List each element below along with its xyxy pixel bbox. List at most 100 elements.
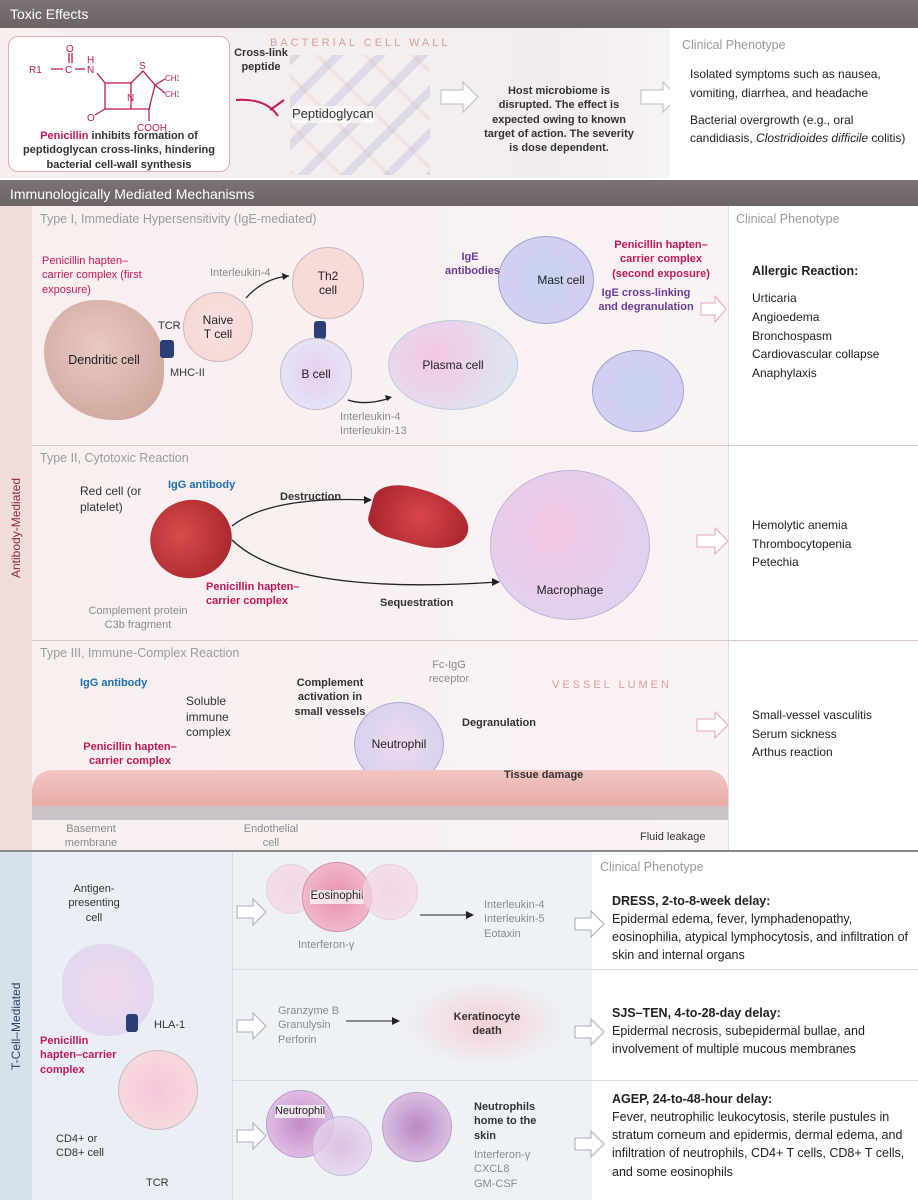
type1-title: Type I, Immediate Hypersensitivity (IgE-… — [40, 212, 317, 226]
svg-text:CH3: CH3 — [165, 74, 179, 83]
keratinocyte-label: Keratinocyte death — [453, 1011, 521, 1038]
arrow-right-icon — [696, 526, 729, 556]
cell-wall-label: BACTERIAL CELL WALL — [270, 37, 451, 49]
arrow-right-icon — [574, 910, 605, 938]
dress-phenotype: DRESS, 2-to-8-week delay:Epidermal edema… — [612, 892, 912, 965]
soluble-complex-label: Soluble immune complex — [186, 694, 231, 740]
eosinophil: Eosinophil — [302, 862, 372, 932]
r1-label: R1 — [29, 65, 42, 76]
tcell-mediated-label: T-Cell–Mediated — [0, 852, 32, 1200]
hapten-label: Penicillin hapten–carrier complex — [83, 741, 177, 768]
complement-activation-label: Complement activation in small vessels — [294, 677, 366, 718]
basement-membrane-label: Basement membrane — [64, 823, 118, 850]
neutrophil-skin — [382, 1092, 452, 1162]
peptidoglycan-label: Peptidoglycan — [292, 106, 374, 123]
svg-text:COOH: COOH — [137, 123, 167, 131]
svg-text:H: H — [87, 55, 94, 66]
arrow-icon — [347, 395, 392, 404]
basement-membrane — [32, 806, 728, 820]
plasma-cell: Plasma cell — [388, 320, 518, 410]
il4-label: Interleukin-4 — [210, 267, 271, 279]
tcr-label: TCR — [158, 320, 181, 332]
dress-cytokines: Interleukin-4 Interleukin-5 Eotaxin — [484, 899, 545, 940]
arrow-icon — [420, 911, 474, 919]
arrow-right-icon — [696, 710, 729, 740]
keratinocyte-illustration — [400, 978, 570, 1068]
neutrophils-home-label: Neutrophils home to the skin — [474, 1101, 537, 1142]
arrow-right-icon — [236, 1122, 267, 1150]
mast-cell: Mast cell — [498, 236, 594, 324]
mhc-label: MHC-II — [170, 367, 205, 379]
penicillin-box: R1 C O H N S CH3 CH3 N COOH O Penicillin… — [8, 36, 230, 172]
degranulation-label: Degranulation — [462, 717, 536, 729]
agep-phenotype: AGEP, 24-to-48-hour delay:Fever, neutrop… — [612, 1090, 912, 1181]
ifn-label: Interferon-γ — [298, 939, 355, 951]
penicillin-description: Penicillin inhibits formation of peptido… — [23, 130, 215, 171]
sjs-mediators: Granzyme B Granulysin Perforin — [278, 1005, 340, 1046]
antibody-mediated-label: Antibody-Mediated — [0, 206, 32, 850]
arrow-right-icon — [574, 1130, 605, 1158]
svg-text:O: O — [66, 44, 74, 55]
dendritic-cell: Dendritic cell — [44, 300, 164, 420]
cd-cell-label: CD4+ or CD8+ cell — [56, 1133, 104, 1160]
agep-cytokines: Interferon-γ CXCL8 GM-CSF — [474, 1149, 531, 1190]
il4-il13-label: Interleukin-4 Interleukin-13 — [340, 411, 407, 438]
svg-text:C: C — [65, 65, 72, 76]
svg-text:CH3: CH3 — [165, 90, 179, 99]
arrow-right-icon — [236, 898, 267, 926]
immuno-header: Immunologically Mediated Mechanisms — [0, 180, 918, 206]
tcell-clinical-title: Clinical Phenotype — [600, 860, 704, 874]
hla-label: HLA-1 — [154, 1019, 186, 1031]
macrophage: Macrophage — [490, 470, 650, 620]
b-cell: B cell — [280, 338, 352, 410]
complement-label: Complement protein C3b fragment — [88, 605, 188, 632]
fc-receptor-label: Fc-IgG receptor — [428, 659, 470, 686]
arrow-right-icon — [700, 294, 727, 324]
hla-receptor — [126, 1014, 138, 1032]
mhc-receptor — [160, 340, 174, 358]
microbiome-text: Host microbiome is disrupted. The effect… — [484, 85, 634, 155]
tissue-damage-label: Tissue damage — [504, 769, 584, 781]
svg-text:S: S — [139, 61, 146, 72]
arrow-icon — [346, 1017, 400, 1025]
cross-link-label: Cross-link peptide — [234, 47, 288, 74]
hapten-second-label: Penicillin hapten–carrier complex (secon… — [612, 239, 710, 280]
ige-antibodies-label: IgE antibodies — [445, 251, 501, 278]
hapten-first-label: Penicillin hapten–carrier complex (first… — [42, 255, 142, 296]
toxic-effects-header: Toxic Effects — [0, 0, 918, 28]
destruction-label: Destruction — [280, 491, 342, 503]
receptor — [314, 321, 326, 339]
crosslink-label: IgE cross-linking and degranulation — [598, 287, 694, 314]
t-cell — [118, 1050, 198, 1130]
type2-title: Type II, Cytotoxic Reaction — [40, 451, 189, 465]
svg-text:N: N — [87, 65, 94, 76]
type3-title: Type III, Immune-Complex Reaction — [40, 646, 240, 660]
endothelium — [32, 770, 728, 810]
eosinophil-bg — [362, 864, 418, 920]
inhibition-arrow — [236, 98, 285, 117]
arrow-right-icon — [574, 1018, 605, 1046]
reaction-arrows — [231, 496, 500, 586]
svg-text:O: O — [87, 113, 95, 124]
arrow-icon — [245, 273, 290, 299]
type1-clinical-title: Clinical Phenotype — [736, 212, 840, 226]
hapten-label: Penicillin hapten–carrier complex — [206, 581, 300, 608]
tcr-label: TCR — [146, 1177, 169, 1189]
toxic-clinical: Clinical Phenotype Isolated symptoms suc… — [670, 28, 918, 178]
arrow-right-icon — [440, 80, 479, 114]
th2-cell: Th2 cell — [292, 247, 364, 319]
svg-text:N: N — [127, 93, 134, 104]
fluid-leakage-label: Fluid leakage — [640, 831, 706, 843]
apc-label: Antigen-presenting cell — [68, 883, 120, 924]
igg-label: IgG antibody — [80, 677, 148, 689]
antigen-presenting-cell — [62, 944, 154, 1036]
degranulating-mast-cell — [592, 350, 684, 432]
sequestration-label: Sequestration — [380, 597, 454, 609]
neutrophil-bg — [312, 1116, 372, 1176]
sjs-phenotype: SJS–TEN, 4-to-28-day delay:Epidermal nec… — [612, 1004, 912, 1059]
vessel-lumen-label: VESSEL LUMEN — [552, 679, 672, 691]
endothelial-cell-label: Endothelial cell — [243, 823, 299, 850]
naive-t-cell: Naive T cell — [183, 292, 253, 362]
